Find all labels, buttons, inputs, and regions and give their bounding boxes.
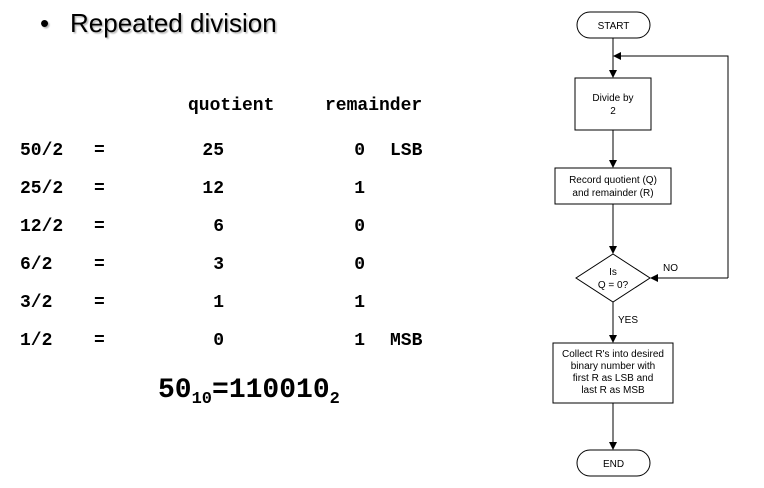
result-base: 10 xyxy=(191,390,213,409)
slide-heading: • Repeated division xyxy=(40,8,277,39)
row-equals: = xyxy=(94,293,105,313)
header-quotient: quotient xyxy=(188,96,275,116)
row-quotient: 1 xyxy=(213,293,224,313)
result-value: 50 xyxy=(158,375,192,406)
record-box: Record quotient (Q) and remainder (R) xyxy=(554,167,672,205)
bullet: • xyxy=(40,8,50,38)
row-expression: 1/2 xyxy=(20,331,53,351)
row-equals: = xyxy=(94,179,105,199)
row-expression: 50/2 xyxy=(20,141,64,161)
row-remainder: 1 xyxy=(354,331,365,351)
row-quotient: 12 xyxy=(202,179,224,199)
row-quotient: 0 xyxy=(213,331,224,351)
row-note: LSB xyxy=(390,141,423,161)
no-loop: NO xyxy=(613,52,729,282)
row-expression: 6/2 xyxy=(20,255,53,275)
row-quotient: 6 xyxy=(213,217,224,237)
row-quotient: 3 xyxy=(213,255,224,275)
divide-line-2: 2 xyxy=(610,106,616,117)
result-eq: = xyxy=(212,375,229,406)
row-remainder: 1 xyxy=(354,179,365,199)
row-equals: = xyxy=(94,331,105,351)
no-label: NO xyxy=(663,263,678,274)
heading-text: Repeated division xyxy=(70,8,277,38)
collect-box: Collect R's into desired binary number w… xyxy=(552,342,674,404)
divide-line-1: Divide by xyxy=(592,93,633,104)
row-note: MSB xyxy=(390,331,423,351)
end-label: END xyxy=(603,459,624,470)
result-binary-base: 2 xyxy=(329,390,340,409)
collect-line-4: last R as MSB xyxy=(581,385,645,396)
row-quotient: 25 xyxy=(202,141,224,161)
result-equation: 5010=1100102 xyxy=(158,375,340,409)
decision-diamond: Is Q = 0? xyxy=(575,253,651,303)
row-expression: 12/2 xyxy=(20,217,64,237)
collect-line-1: Collect R's into desired xyxy=(562,349,664,360)
decision-line-2: Q = 0? xyxy=(598,280,629,291)
header-remainder: remainder xyxy=(325,96,423,116)
row-equals: = xyxy=(94,217,105,237)
row-expression: 3/2 xyxy=(20,293,53,313)
start-label: START xyxy=(598,21,630,32)
row-equals: = xyxy=(94,141,105,161)
end-terminal: END xyxy=(576,449,651,477)
record-line-1: Record quotient (Q) xyxy=(569,175,657,186)
row-remainder: 0 xyxy=(354,255,365,275)
yes-label: YES xyxy=(618,315,638,326)
decision-line-1: Is xyxy=(609,267,617,278)
start-terminal: START xyxy=(576,11,651,39)
record-line-2: and remainder (R) xyxy=(572,188,653,199)
collect-line-3: first R as LSB and xyxy=(573,373,654,384)
row-expression: 25/2 xyxy=(20,179,64,199)
collect-line-2: binary number with xyxy=(571,361,655,372)
row-remainder: 1 xyxy=(354,293,365,313)
divide-box: Divide by 2 xyxy=(574,77,652,131)
row-equals: = xyxy=(94,255,105,275)
result-binary: 110010 xyxy=(228,375,330,406)
row-remainder: 0 xyxy=(354,141,365,161)
row-remainder: 0 xyxy=(354,217,365,237)
